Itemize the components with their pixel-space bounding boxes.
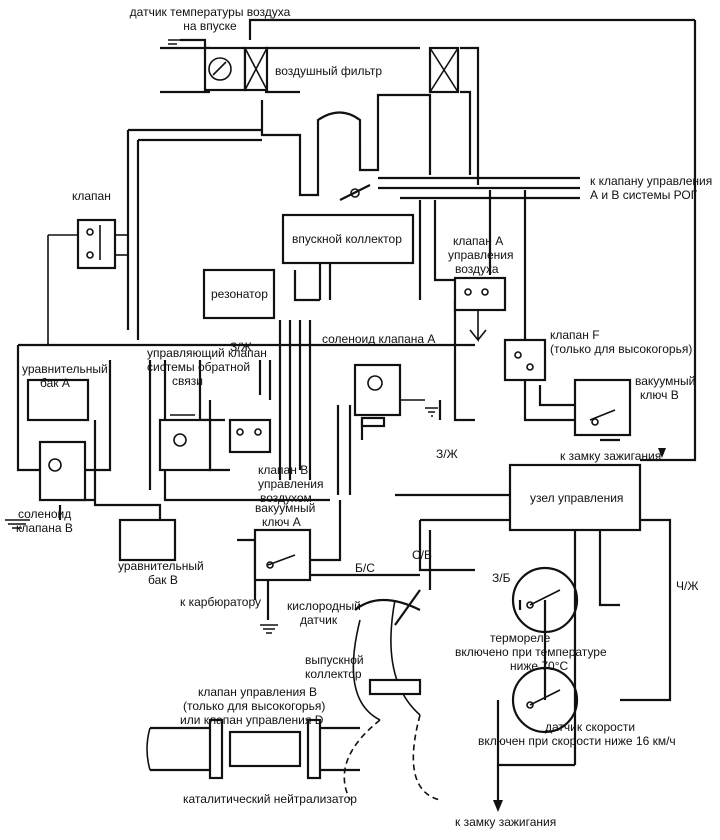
resonator-label: резонатор [211, 287, 268, 301]
intake-temp-sensor-label-2: на впуске [183, 19, 237, 33]
vacuum-switch-a-box [253, 528, 312, 582]
valve-f-box [503, 338, 547, 382]
resonator-box [202, 268, 276, 320]
valve-b-air-label-2: управления [258, 477, 323, 491]
air-filter-label: воздушный фильтр [275, 64, 382, 78]
chj-label: Ч/Ж [676, 579, 698, 593]
valve-f-label: клапан F [550, 328, 600, 342]
labels: датчик температуры воздуха на впуске воз… [16, 5, 712, 829]
valve-b-air-label: клапан В [258, 463, 308, 477]
zb-label: З/Б [492, 571, 511, 585]
feedback-valve-label: управляющий клапан [147, 346, 267, 360]
surge-tank-b-label-2: бак В [148, 573, 178, 587]
thermo-relay-label-3: ниже 70°С [510, 659, 569, 673]
intake-manifold-box [281, 184, 415, 265]
valve-f-label-2: (только для высокогорья) [550, 342, 692, 356]
air-filter-valve [428, 46, 460, 94]
exhaust-manifold-label-2: коллектор [305, 667, 362, 681]
carburetor-label: к карбюратору [180, 595, 261, 609]
vacuum-switch-b-label: вакуумный [635, 374, 695, 388]
surge-tank-a-label: уравнительный [22, 362, 108, 376]
thermo-relay-label-2: включено при температуре [455, 645, 607, 659]
zj-label-2: З/Ж [436, 447, 458, 461]
vacuum-switch-b-box [573, 378, 632, 437]
oxygen-sensor-label-2: датчик [300, 613, 338, 627]
zj-label-1: З/Ж [230, 340, 252, 354]
solenoid-a-label: соленоид клапана А [322, 332, 435, 346]
valve-b-air-label-3: воздухом [260, 491, 312, 505]
catalytic-converter-label: каталитический нейтрализатор [183, 792, 357, 806]
feedback-valve-label-2: системы обратной [147, 360, 250, 374]
valve-box [76, 218, 117, 270]
control-valve-bd-label-2: (только для высокогорья) [183, 699, 325, 713]
oxygen-sensor-label: кислородный [287, 599, 361, 613]
air-valve-a-box [453, 276, 507, 343]
control-valve-bd-label: клапан управления В [198, 685, 317, 699]
egr-label-2: А и В системы РОГ [590, 188, 698, 202]
speed-sensor-label: датчик скорости [545, 720, 635, 734]
valve-label: клапан [72, 189, 111, 203]
speed-sensor-label-2: включен при скорости ниже 16 км/ч [478, 734, 676, 748]
air-valve-a-label-3: воздуха [455, 262, 499, 276]
thermo-relay-label: термореле [490, 631, 551, 645]
ignition-label-2: к замку зажигания [455, 815, 556, 829]
exhaust-joint [368, 678, 422, 696]
air-valve-a-label: клапан А [453, 234, 503, 248]
ignition-label-1: к замку зажигания [560, 449, 661, 463]
control-unit-label: узел управления [530, 491, 623, 505]
solenoid-b-box [38, 440, 87, 502]
vacuum-switch-b-label-2: ключ В [640, 388, 679, 402]
surge-tank-b-box [118, 518, 177, 562]
solenoid-b-label-2: клапана В [16, 521, 73, 535]
surge-tank-b-label: уравнительный [118, 559, 204, 573]
ground-icon [5, 519, 30, 529]
oxygen-sensor [354, 589, 421, 626]
ground-icon [425, 407, 438, 417]
feedback-valve-box [158, 414, 212, 472]
valve-b-air-box [228, 418, 272, 454]
catalytic-converter [146, 718, 360, 780]
bs-label: Б/С [355, 561, 375, 575]
feedback-valve-label-3: связи [172, 374, 203, 388]
arrow-down-icon [658, 448, 666, 458]
intake-temp-sensor-label: датчик температуры воздуха [130, 5, 291, 19]
vacuum-switch-a-label: вакуумный [255, 501, 315, 515]
speed-sensor [511, 666, 579, 734]
arrow-down-icon [493, 800, 503, 812]
intake-manifold-label: впускной коллектор [292, 232, 402, 246]
air-valve-a-label-2: управления [448, 248, 513, 262]
control-unit-box [508, 463, 642, 532]
control-valve-bd-label-3: или клапан управления D [180, 713, 324, 727]
intake-temp-sensor [180, 38, 269, 92]
solenoid-b-label: соленоид [18, 507, 71, 521]
solenoid-a-box [353, 363, 425, 428]
ground-icon [260, 624, 278, 634]
egr-label: к клапану управления [590, 174, 712, 188]
surge-tank-a-label-2: бак А [40, 376, 70, 390]
thermo-relay [511, 566, 579, 634]
ground-icon [168, 39, 180, 49]
vacuum-switch-a-label-2: ключ А [262, 515, 301, 529]
surge-tank-a-box [26, 378, 90, 422]
exhaust-manifold-label: выпускной [305, 653, 364, 667]
sb-label: С/Б [412, 548, 432, 562]
